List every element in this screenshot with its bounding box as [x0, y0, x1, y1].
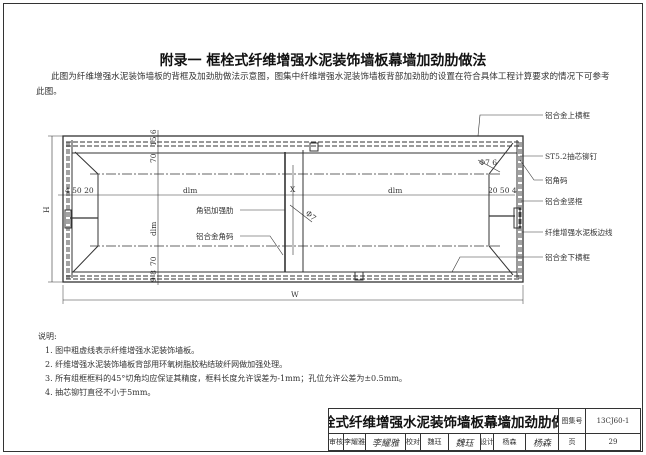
page-label: 页 [559, 434, 586, 451]
page-title: 附录一 框栓式纤维增强水泥装饰墙板幕墙加劲肋做法 [159, 53, 487, 69]
note-item: 3. 所有组框框料的45°切角均应保证其精度，框料长度允许误差为-1mm；孔位允… [45, 374, 407, 383]
page-number: 29 [586, 434, 641, 451]
notes: 说明: 1. 图中粗虚线表示纤维增强水泥装饰墙板。 2. 纤维增强水泥装饰墙板背… [38, 330, 407, 400]
check-label: 校对 [406, 434, 421, 451]
dim-right: 20 50 4 [488, 186, 517, 195]
dim-left: 4 50 20 [65, 186, 94, 195]
label-stiffener: 角铝加强肋 [196, 205, 234, 215]
note-item: 1. 图中粗虚线表示纤维增强水泥装饰墙板。 [45, 346, 200, 355]
note-item: 4. 抽芯铆钉直径不小于5mm。 [45, 388, 156, 397]
notes-heading: 说明: [38, 332, 57, 341]
label-panel-edge: 纤维增强水泥板边线 [545, 227, 613, 237]
label-angle-clip: 铝角码 [545, 175, 568, 185]
reviewer: 李耀雅 [344, 434, 366, 451]
atlas-number: 13CJ60-1 [586, 409, 641, 434]
label-rivet: ST5.2抽芯铆钉 [545, 151, 598, 161]
intro-paragraph: 此图为纤维增强水泥装饰墙板的背框及加劲肋做法示意图，图集中纤维增强水泥装饰墙板背… [36, 72, 610, 97]
review-label: 审核 [329, 434, 344, 451]
dim-70-bottom: 70 [149, 256, 158, 266]
dim-dlm-right: dlm [388, 186, 402, 195]
checker-signature: 魏珏 [449, 434, 481, 451]
reviewer-signature: 李耀雅 [366, 434, 406, 451]
dim-phi7-6: Φ7 6 [479, 158, 497, 167]
designer: 杨森 [494, 434, 526, 451]
label-vertical-frame: 铝合金竖框 [545, 196, 583, 206]
dim-bottom: 9 8 [149, 270, 158, 282]
dim-w: W [291, 290, 299, 299]
dim-phi7: Φ7 [304, 209, 318, 223]
dim-x: X [290, 185, 296, 194]
label-top-rail: 铝合金上横框 [545, 110, 590, 120]
dim-h: H [42, 206, 51, 213]
design-label: 设计 [481, 434, 494, 451]
title-block-title: 框栓式纤维增强水泥装饰墙板幕墙加劲肋做法 [329, 409, 559, 434]
note-item: 2. 纤维增强水泥装饰墙板背部用环氧树脂胶粘结玻纤网做加强处理。 [45, 360, 288, 369]
title-block: 框栓式纤维增强水泥装饰墙板幕墙加劲肋做法 图集号 13CJ60-1 审核 李耀雅… [328, 408, 641, 451]
atlas-label: 图集号 [559, 409, 586, 434]
dim-dlm-left: dlm [183, 186, 197, 195]
designer-signature: 杨森 [526, 434, 559, 451]
dim-dlm-vertical: dlm [149, 222, 158, 236]
page-border [3, 3, 643, 452]
label-corner-clip: 铝合金角码 [196, 231, 234, 241]
outer-frame [62, 135, 524, 283]
dim-top: 15 6 [149, 129, 158, 146]
dim-70-top: 70 [149, 153, 158, 163]
label-bottom-rail: 铝合金下横框 [545, 252, 590, 262]
checker: 魏珏 [421, 434, 449, 451]
